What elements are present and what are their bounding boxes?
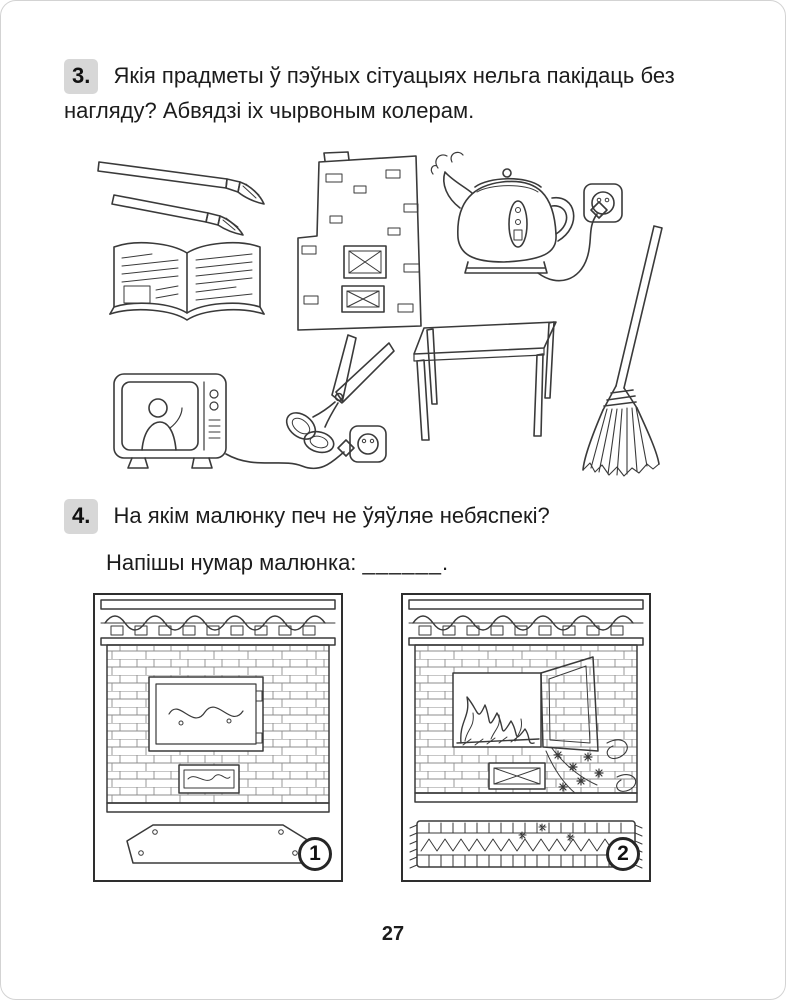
stove-picture-1[interactable]: 1 — [93, 593, 343, 882]
task-3-illustration-svg — [97, 151, 663, 477]
picture-2-number-badge: 2 — [606, 837, 640, 871]
open-book-icon[interactable] — [109, 241, 265, 321]
answer-line: Напішы нумар малюнка: ______. — [106, 550, 448, 576]
stove-1-drawing — [100, 599, 336, 864]
stove-2-cornice — [408, 599, 644, 646]
flying-sparks — [545, 739, 637, 794]
task-4-number: 4. — [64, 499, 99, 535]
answer-blank[interactable]: ______ — [362, 550, 442, 575]
scissors-icon[interactable] — [282, 334, 395, 456]
task-4-heading: 4. На якім малюнку печ не ўяўляе небяспе… — [64, 499, 744, 535]
tv-set-icon[interactable] — [113, 373, 345, 470]
open-door — [540, 656, 599, 752]
stove-1-cornice — [100, 599, 336, 646]
tv-power-socket-icon[interactable] — [337, 425, 387, 463]
task-4-pictures: 1 — [93, 593, 651, 882]
fire-flames — [460, 696, 535, 744]
stove-1-hearth-plate — [126, 824, 310, 864]
task-4-text: На якім малюнку печ не ўяўляе небяспекі? — [113, 503, 550, 528]
masonry-stove-icon[interactable] — [297, 151, 422, 331]
answer-suffix: . — [441, 550, 449, 575]
stove-2-drawing — [408, 599, 644, 869]
page-number: 27 — [381, 923, 405, 945]
kettle-power-socket-icon[interactable] — [583, 183, 623, 223]
task-3-text: Якія прадметы ў пэўных сітуацыях нельга … — [64, 63, 675, 124]
electric-kettle-icon[interactable] — [430, 151, 598, 282]
broom-icon[interactable] — [582, 225, 663, 477]
paintbrushes-icon[interactable] — [97, 161, 265, 236]
picture-1-number-badge: 1 — [298, 837, 332, 871]
task-3-number: 3. — [64, 59, 99, 95]
task-3-illustration — [86, 146, 686, 491]
task-3-heading: 3. Якія прадметы ў пэўных сітуацыях нель… — [64, 59, 716, 129]
stove-1-body — [106, 644, 330, 813]
table-icon[interactable] — [413, 321, 557, 441]
stove-picture-2[interactable]: 2 — [401, 593, 651, 882]
stove-2-body — [414, 644, 638, 803]
answer-prompt: Напішы нумар малюнка: — [106, 550, 357, 575]
